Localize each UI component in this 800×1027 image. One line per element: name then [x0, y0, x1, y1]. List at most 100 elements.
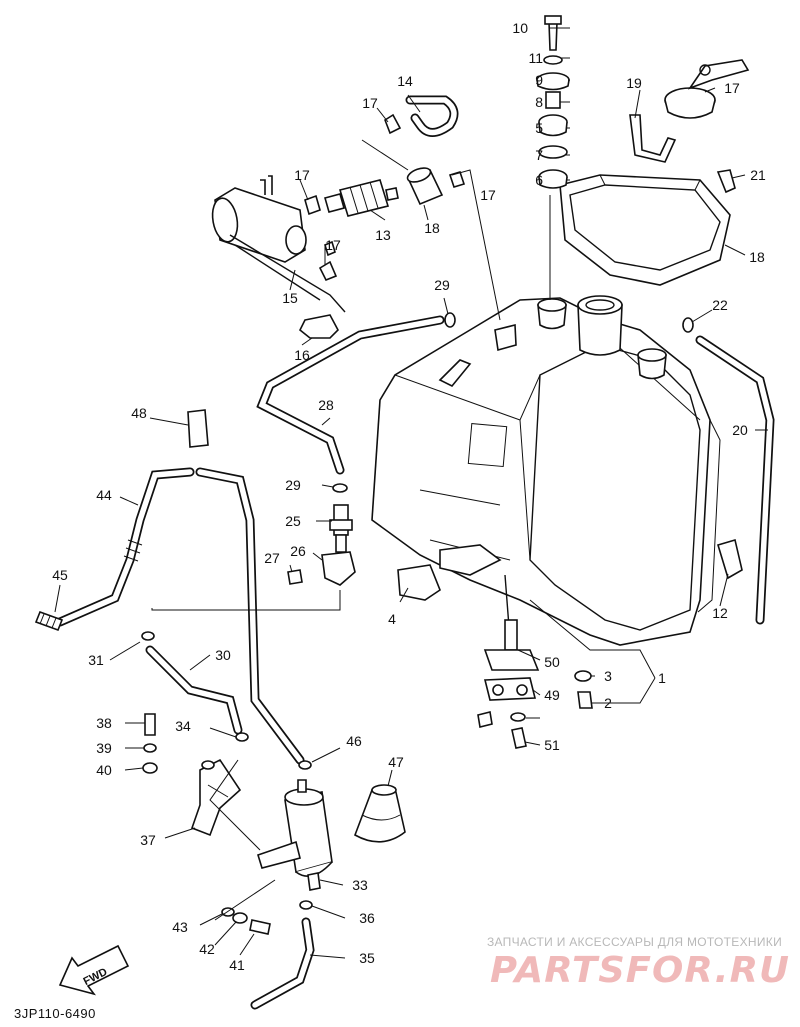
washer-41 [232, 912, 248, 924]
callout-35: 36 [359, 910, 375, 926]
filler-neck [577, 295, 623, 356]
callout-42: 43 [172, 919, 188, 935]
callout-39: 40 [96, 762, 112, 778]
callout-43: 44 [96, 487, 112, 503]
callout-23: 21 [750, 167, 766, 183]
callout-25: 25 [285, 513, 301, 529]
clip-47 [187, 409, 209, 448]
clamp-31 [141, 631, 155, 641]
callout-47: 48 [131, 405, 147, 421]
callout-50: 51 [544, 737, 560, 753]
bolt-37 [144, 713, 156, 736]
hose-30 [145, 645, 243, 735]
hose-14 [405, 95, 459, 137]
callout-45: 46 [346, 733, 362, 749]
callout-40: 41 [229, 957, 245, 973]
callout-8: 8 [535, 94, 543, 110]
callout-29-a: 29 [434, 277, 450, 293]
fwd-arrow: FWD [58, 944, 130, 996]
screw-27 [287, 569, 303, 585]
clamp-26 [321, 551, 356, 586]
callout-30: 30 [215, 647, 231, 663]
callout-29-b: 29 [285, 477, 301, 493]
tank-nipple [438, 359, 472, 388]
callout-38: 39 [96, 740, 112, 756]
clip-17-a [384, 113, 402, 135]
callout-26: 26 [290, 543, 306, 559]
pad-4 [397, 564, 441, 601]
callout-28: 28 [318, 397, 334, 413]
boot-46 [354, 784, 406, 843]
fuel-cock [477, 574, 540, 749]
clamp-29-a [444, 312, 456, 328]
mount-stack [536, 15, 570, 300]
callout-14: 14 [397, 73, 413, 89]
clip-17-b [448, 171, 466, 188]
callout-33: 34 [175, 718, 191, 734]
valve-25 [329, 504, 353, 553]
clamp-33 [235, 732, 249, 742]
diagram-code: 3JP110-6490 [14, 1006, 96, 1021]
bracket-21 [629, 114, 677, 163]
callout-7: 7 [535, 147, 543, 163]
callout-15: 15 [282, 290, 298, 306]
callout-16: 16 [294, 347, 310, 363]
callout-27: 27 [264, 550, 280, 566]
bracket-36 [190, 758, 242, 837]
callout-19: 17 [724, 80, 740, 96]
callout-17-c: 17 [480, 187, 496, 203]
clamp-35 [299, 900, 313, 910]
callout-1: 1 [658, 670, 666, 686]
fuel-cap [664, 59, 750, 119]
callout-13: 13 [375, 227, 391, 243]
watermark-logo: PARTSFOR.RU [490, 950, 790, 991]
washer-42 [221, 907, 235, 917]
tank-bracket-top [494, 323, 517, 352]
clip-12 [717, 538, 743, 580]
callout-4: 4 [388, 611, 396, 627]
callout-31: 31 [88, 652, 104, 668]
clamp-29-b [332, 483, 348, 493]
hose-22 [695, 335, 775, 625]
bolt-2 [577, 691, 593, 709]
tank-bracket [439, 544, 502, 576]
callout-41: 42 [199, 941, 215, 957]
clip-23 [716, 169, 736, 194]
callout-17-a: 17 [362, 95, 378, 111]
callout-48: 49 [544, 687, 560, 703]
hose-joint-18 [406, 167, 444, 206]
callout-9: 9 [535, 72, 543, 88]
callout-22: 20 [732, 422, 748, 438]
washer-38 [143, 743, 157, 753]
callout-21: 19 [626, 75, 642, 91]
bolt-40 [249, 919, 271, 935]
leader-lines [54, 27, 768, 959]
callout-20: 18 [749, 249, 765, 265]
rear-mount-boss [637, 348, 667, 380]
callout-17-b: 17 [294, 167, 310, 183]
clamp-45 [298, 760, 312, 770]
callout-44: 45 [52, 567, 68, 583]
watermark-caption: ЗАПЧАСТИ И АКСЕССУАРЫ ДЛЯ МОТОТЕХНИКИ [487, 935, 782, 949]
canister-15 [211, 175, 346, 313]
clamp-24 [682, 317, 694, 333]
hose-43 [55, 467, 195, 627]
clip-17-d [318, 260, 338, 282]
callout-labels: 10 11 9 8 5 7 6 19 17 21 18 22 20 12 14 … [52, 20, 766, 973]
hose-28 [256, 315, 445, 475]
clip-17-c [304, 194, 321, 216]
callout-46: 47 [388, 754, 404, 770]
callout-12: 12 [712, 605, 728, 621]
bracket-16 [298, 314, 339, 339]
front-mount-boss [537, 298, 567, 330]
callout-36: 37 [140, 832, 156, 848]
callout-6: 6 [535, 172, 543, 188]
callout-18: 18 [424, 220, 440, 236]
fuel-pump-32 [257, 779, 333, 891]
pipe-44 [34, 610, 64, 632]
callout-32: 33 [352, 877, 368, 893]
fuel-filter-13 [324, 179, 399, 217]
nut-39 [142, 762, 158, 774]
callout-49: 50 [544, 654, 560, 670]
